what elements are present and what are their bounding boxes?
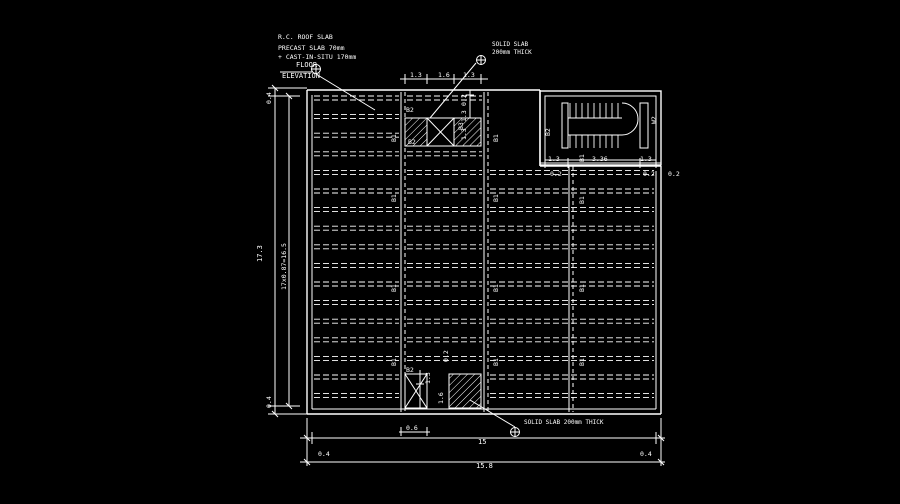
solid-top-line2: 200mm THICK [492,49,532,56]
beam-labels: B2 B2 B2 B3 B2 W2 B1 B1 B1 B1 B1 B1 B1 B… [390,106,658,374]
dim-bottom-open-c: 1.6 [437,392,445,404]
dim-left-bottom: 0.4 [265,396,273,408]
beam-label-b2-open: B2 [408,138,416,146]
solid-slab-top-note: SOLID SLAB 200mm THICK [492,41,532,56]
beam-label-b2-top: B2 [406,106,414,114]
roof-note-line1: R.C. ROOF SLAB [278,33,333,41]
roof-note-line3: + CAST-IN-SITU 170mm [278,53,356,61]
roof-note-line2: PRECAST SLAB 70mm [278,44,345,52]
beam-label-b1-3: B1 [390,284,398,292]
staircase-block [539,90,662,166]
beam-label-b1-11: B1 [578,284,586,292]
beam-label-w2: W2 [650,116,658,124]
beam-label-b1-9: B1 [578,154,586,162]
beam-label-b2-bottom: B2 [406,366,414,374]
dimension-labels: 1.3 1.6 1.3 0.4 0.4 17.3 17x0.87=16.5 15… [256,71,680,470]
beam-label-b1-2: B1 [390,194,398,202]
dim-left-top: 0.4 [265,92,273,104]
dim-stair-left: 0.2 [550,170,562,178]
beam-lines [400,92,574,412]
beam-label-b1-8: B1 [492,358,500,366]
beam-label-b3: B3 [457,122,465,130]
dim-open-c: 1.3 [460,128,468,140]
dim-top-1: 1.3 [410,71,422,79]
slab-openings [404,117,482,409]
dim-top-3: 1.3 [463,71,475,79]
beam-label-b1-6: B1 [492,194,500,202]
dim-stair-right2: 0.2 [668,170,680,178]
dim-left-total: 17.3 [256,245,264,262]
dim-bottom-open-a: 0.2 [442,350,450,362]
beam-label-b1-4: B1 [390,358,398,366]
stair-treads [569,103,619,148]
floor-label: FLOOR [296,61,318,69]
dim-open-a: 0.2 [460,94,468,106]
beam-label-b2-stair: B2 [544,128,552,136]
beam-label-b1-1: B1 [390,134,398,142]
beam-label-b1-12: B1 [578,358,586,366]
dim-bottom-left: 0.4 [318,450,330,458]
dim-bottom-inner: 15 [478,438,486,446]
dim-bottom-small: 0.6 [406,424,418,432]
dim-stair-1: 1.3 [548,155,560,163]
dim-stair-right: 0.2 [643,170,655,178]
roof-slab-note: R.C. ROOF SLAB PRECAST SLAB 70mm + CAST-… [278,33,356,80]
beam-label-b1-7: B1 [492,284,500,292]
dim-open-b: 1.3 [460,110,468,122]
solid-top-line1: SOLID SLAB [492,41,529,48]
dim-bottom-right: 0.4 [640,450,652,458]
dim-left-inner: 17x0.87=16.5 [280,243,288,290]
solid-slab-bottom-note: SOLID SLAB 200mm THICK [524,419,604,426]
dim-bottom-total: 15.8 [476,462,493,470]
precast-slab-lines [314,95,654,399]
elevation-label: ELEVATION [282,72,320,80]
dimension-lines [268,74,665,466]
dim-stair-3: 1.3 [640,155,652,163]
dim-top-2: 1.6 [438,71,450,79]
beam-label-b1-10: B1 [578,196,586,204]
beam-label-b1-5: B1 [492,134,500,142]
dim-bottom-open-b: 1.3 [424,372,432,384]
annotation-leaders [280,55,520,437]
dim-stair-2: 3.36 [592,155,608,163]
